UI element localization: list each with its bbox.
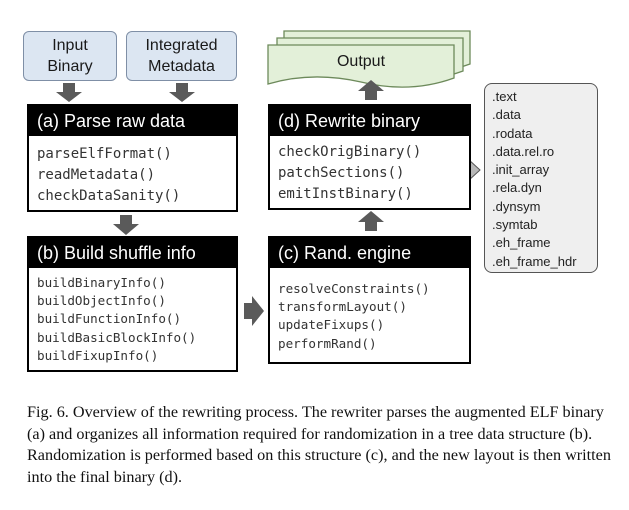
rewrite-function-list: checkOrigBinary() patchSections() emitIn… [278,142,465,205]
elf-sections-box: .text .data .rodata .data.rel.ro .init_a… [484,83,598,273]
output-label: Output [336,53,386,70]
integrated-metadata-box: Integrated Metadata [126,31,237,81]
section-name: .init_array [492,162,550,178]
arrow-rewrite-to-output [358,80,384,100]
arrow-parse-to-shuffle [113,215,139,235]
function-name: buildBinaryInfo() [37,275,166,290]
arrow-engine-to-rewrite [358,211,384,231]
panel-engine-title: (c) Rand. engine [270,238,469,268]
section-name: .eh_frame_hdr [492,253,577,269]
function-name: buildObjectInfo() [37,293,166,309]
function-name: emitInstBinary() [278,186,413,202]
section-name: .rela.dyn [492,180,542,196]
section-name: .rodata [492,125,533,141]
function-name: performRand() [278,335,377,351]
function-name: buildFunctionInfo() [37,311,182,327]
engine-function-list: resolveConstraints() transformLayout() u… [278,280,465,353]
integrated-metadata-label: Integrated Metadata [145,37,218,75]
panel-parse-raw-data: (a) Parse raw data parseElfFormat() read… [27,104,238,212]
figure-caption: Fig. 6. Overview of the rewriting proces… [27,403,611,486]
function-name: buildFixupInfo() [37,347,159,363]
function-name: readMetadata() [37,167,156,183]
function-name: checkOrigBinary() [278,144,422,160]
input-binary-label: Input Binary [47,37,93,75]
function-name: buildBasicBlockInfo() [37,329,197,345]
panel-rewrite-binary: (d) Rewrite binary checkOrigBinary() pat… [268,104,471,210]
elf-section-list: .text .data .rodata .data.rel.ro .init_a… [492,88,597,271]
panel-build-shuffle-info: (b) Build shuffle info buildBinaryInfo()… [27,236,238,372]
section-name: .symtab [492,217,538,233]
section-name: .data.rel.ro [492,143,555,159]
panel-shuffle-title: (b) Build shuffle info [29,238,236,268]
arrow-shuffle-to-engine [244,296,264,326]
parse-function-list: parseElfFormat() readMetadata() checkDat… [37,144,232,207]
section-name: .text [492,89,517,104]
function-name: resolveConstraints() [278,281,430,296]
function-name: checkDataSanity() [37,188,181,204]
function-name: parseElfFormat() [37,146,172,162]
input-binary-box: Input Binary [23,31,117,81]
function-name: transformLayout() [278,299,407,315]
shuffle-function-list: buildBinaryInfo() buildObjectInfo() buil… [37,274,232,365]
section-name: .data [492,107,521,123]
arrow-metadata-to-parse [169,83,195,102]
function-name: patchSections() [278,165,405,181]
panel-rand-engine: (c) Rand. engine resolveConstraints() tr… [268,236,471,364]
output-document-stack [267,30,471,88]
arrow-binary-to-parse [56,83,82,102]
panel-rewrite-title: (d) Rewrite binary [270,106,469,136]
function-name: updateFixups() [278,317,385,333]
section-name: .dynsym [492,198,541,214]
section-name: .eh_frame [492,235,551,251]
panel-parse-title: (a) Parse raw data [29,106,236,136]
